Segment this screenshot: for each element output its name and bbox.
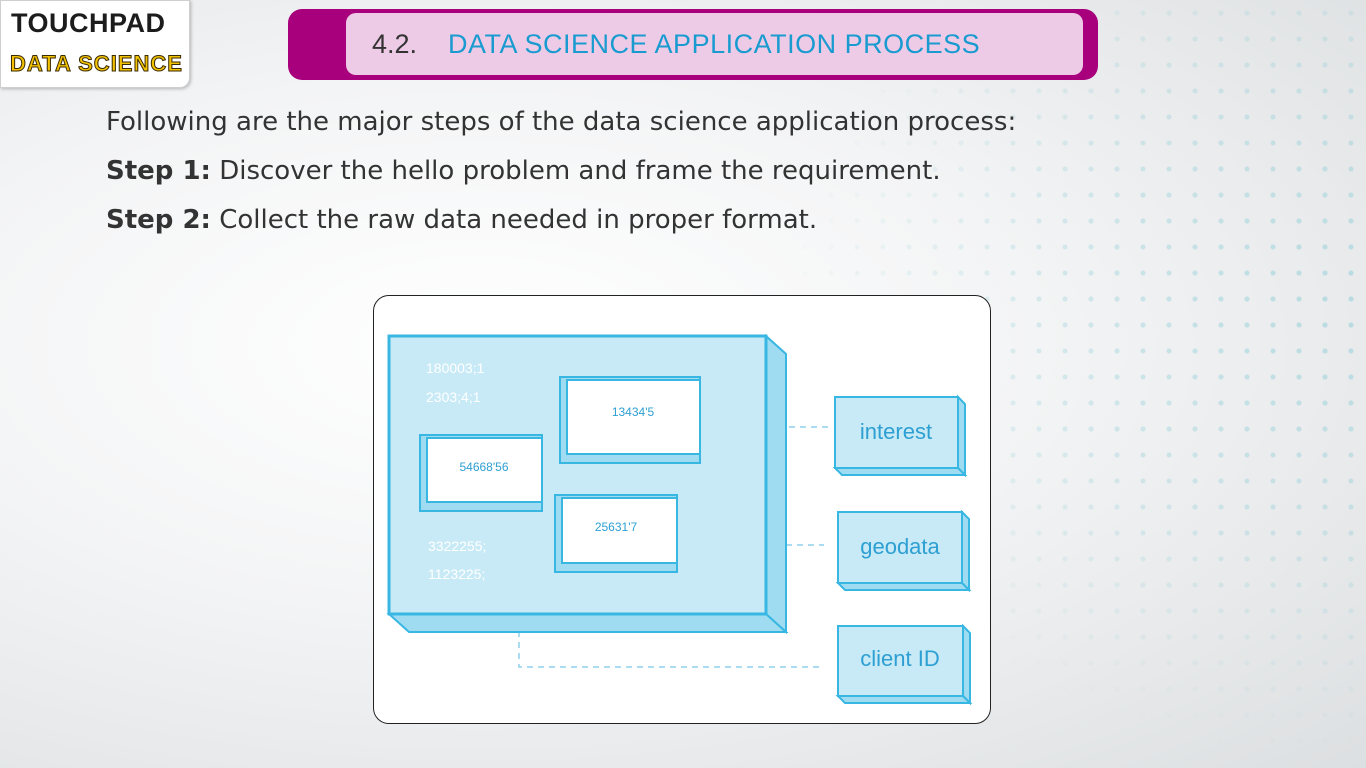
section-title: DATA SCIENCE APPLICATION PROCESS <box>448 29 981 59</box>
step-1-label: Step 1: <box>106 156 211 186</box>
step-2-text: Collect the raw data needed in proper fo… <box>210 205 818 235</box>
section-number: 4.2. <box>372 29 418 59</box>
raw-line-4: 1123225; <box>428 566 485 582</box>
intro-text: Following are the major steps of the dat… <box>106 107 1017 137</box>
label-box-geodata: geodata <box>835 509 972 593</box>
step-1-text: Discover the hello problem and frame the… <box>210 156 941 186</box>
step-2-label: Step 2: <box>106 205 211 235</box>
section-banner-inner: 4.2. DATA SCIENCE APPLICATION PROCESS <box>346 13 1083 75</box>
label-interest: interest <box>860 419 932 444</box>
body-text: Following are the major steps of the dat… <box>106 103 1146 250</box>
step-2: Step 2: Collect the raw data needed in p… <box>106 201 1146 250</box>
raw-line-2: 2303;4;1 <box>426 389 481 405</box>
data-collection-figure: 180003;1 2303;4;1 3322255; 1123225; 1343… <box>373 295 991 724</box>
step-1: Step 1: Discover the hello problem and f… <box>106 152 1146 201</box>
data-box-3-text: 25631'7 <box>595 520 638 534</box>
data-box-3: 25631'7 <box>554 494 678 573</box>
raw-line-3: 3322255; <box>428 538 486 554</box>
data-diagram: 180003;1 2303;4;1 3322255; 1123225; 1343… <box>386 333 973 706</box>
logo-title: TOUCHPAD <box>11 8 166 38</box>
data-box-1-text: 13434'5 <box>612 405 655 419</box>
section-banner: 4.2. DATA SCIENCE APPLICATION PROCESS <box>288 9 1098 80</box>
data-box-1: 13434'5 <box>559 376 701 464</box>
label-box-client-id: client ID <box>835 623 973 706</box>
label-geodata: geodata <box>860 534 940 559</box>
logo-subtitle: DATA SCIENCE <box>10 51 183 77</box>
label-box-interest: interest <box>832 394 968 478</box>
label-client-id: client ID <box>860 646 939 671</box>
raw-line-1: 180003;1 <box>426 360 485 376</box>
data-box-2: 54668'56 <box>419 434 543 512</box>
data-box-2-text: 54668'56 <box>459 460 508 474</box>
touchpad-logo: TOUCHPAD DATA SCIENCE <box>0 0 190 88</box>
